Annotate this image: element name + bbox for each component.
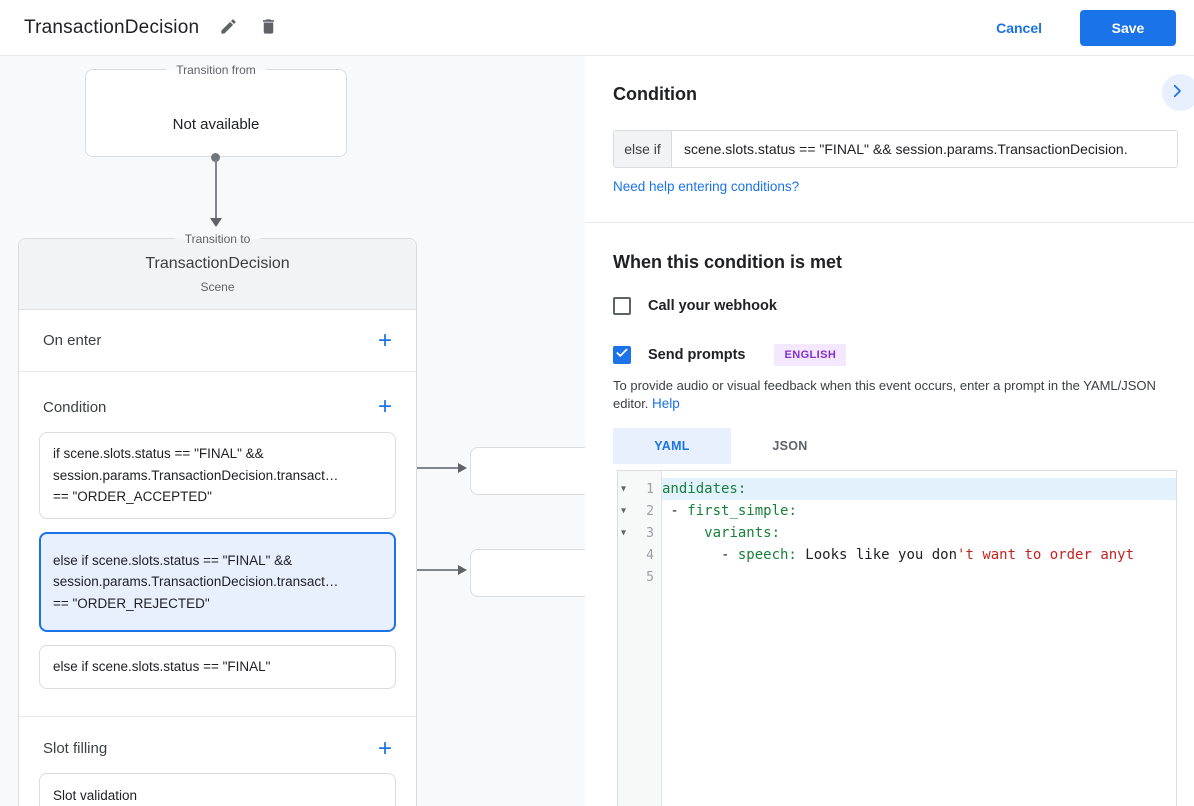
connector-line	[404, 569, 458, 571]
condition-text-line: if scene.slots.status == "FINAL" &&	[53, 446, 264, 461]
transition-from-box: Transition from Not available	[85, 62, 347, 157]
slot-list: Slot validation	[19, 769, 416, 806]
code-line[interactable]: ▾2 - first_simple:	[618, 500, 1176, 522]
transition-target-box-2[interactable]	[470, 549, 585, 597]
line-number: 2	[646, 503, 654, 519]
connector-line	[404, 467, 458, 469]
page-title: TransactionDecision	[24, 16, 200, 38]
condition-prefix-label: else if	[614, 131, 672, 167]
gutter-cell: ▾2	[618, 500, 662, 522]
connector-arrowhead-icon	[458, 463, 467, 473]
prompts-row: Send prompts ENGLISH	[613, 344, 847, 366]
help-link[interactable]: Help	[652, 395, 680, 411]
line-number: 5	[646, 569, 654, 585]
scene-card: Transition to TransactionDecision Scene …	[18, 231, 417, 806]
add-slot-button[interactable]: +	[377, 734, 392, 762]
line-number: 4	[646, 547, 654, 563]
condition-card[interactable]: else if scene.slots.status == "FINAL" &&…	[39, 531, 396, 632]
cancel-button[interactable]: Cancel	[996, 19, 1042, 36]
connector-arrowhead-icon	[210, 218, 222, 227]
tab-yaml[interactable]: YAML	[613, 428, 731, 464]
fold-arrow-icon[interactable]: ▾	[621, 483, 627, 495]
add-condition-button[interactable]: +	[377, 393, 392, 420]
delete-scene-button[interactable]	[255, 15, 281, 41]
code-line[interactable]: 4 - speech: Looks like you don't want to…	[618, 544, 1176, 566]
scene-card-header: TransactionDecision Scene	[19, 239, 416, 310]
condition-help-link[interactable]: Need help entering conditions?	[613, 179, 800, 194]
slot-card[interactable]: Slot validation	[39, 772, 396, 806]
scene-subtitle: Scene	[200, 280, 235, 294]
webhook-label: Call your webhook	[648, 298, 777, 314]
check-icon	[615, 346, 629, 365]
diagram-pane: Transition from Not available Transition…	[0, 56, 585, 806]
condition-section: Condition + if scene.slots.status == "FI…	[19, 372, 416, 704]
edit-title-button[interactable]	[215, 15, 241, 41]
condition-text-line: == "ORDER_REJECTED"	[53, 595, 210, 611]
condition-section-label: Condition	[43, 398, 107, 416]
slot-filling-label: Slot filling	[43, 740, 108, 757]
prompts-checkbox[interactable]	[613, 346, 631, 364]
slot-filling-section: Slot filling + Slot validation	[19, 715, 416, 806]
chevron-right-icon	[1162, 82, 1186, 103]
line-number: 3	[646, 525, 654, 541]
condition-list: if scene.slots.status == "FINAL" && sessi…	[19, 426, 416, 704]
connector-arrowhead-icon	[458, 565, 467, 575]
panel-divider	[585, 222, 1194, 223]
top-bar: TransactionDecision Cancel Save	[0, 0, 1194, 56]
prompts-label: Send prompts	[648, 347, 746, 363]
code-text[interactable]: - first_simple:	[662, 503, 797, 519]
language-badge: ENGLISH	[774, 344, 847, 366]
not-available-label: Not available	[172, 116, 260, 133]
condition-input-group: else if	[613, 130, 1178, 168]
condition-text-line: == "ORDER_ACCEPTED"	[53, 489, 212, 504]
fold-arrow-icon[interactable]: ▾	[621, 527, 627, 539]
connector-line	[215, 160, 217, 218]
code-text[interactable]: - speech: Looks like you don't want to o…	[662, 547, 1135, 563]
condition-card[interactable]: if scene.slots.status == "FINAL" && sessi…	[39, 432, 396, 519]
condition-detail-panel: Condition else if Need help entering con…	[585, 56, 1194, 806]
condition-text-line: session.params.TransactionDecision.trans…	[53, 574, 339, 589]
trash-icon	[259, 17, 278, 39]
transition-to-legend: Transition to	[174, 231, 261, 247]
tab-json[interactable]: JSON	[772, 439, 808, 453]
on-enter-label: On enter	[43, 332, 102, 349]
pencil-icon	[219, 17, 238, 39]
code-text[interactable]	[662, 566, 1176, 588]
webhook-checkbox[interactable]	[613, 297, 631, 315]
panel-title: Condition	[613, 84, 697, 104]
collapse-panel-button[interactable]	[1162, 74, 1194, 111]
editor-gutter	[618, 471, 662, 806]
condition-text-line: session.params.TransactionDecision.trans…	[53, 467, 339, 483]
code-text[interactable]: variants:	[704, 525, 781, 541]
line-number: 1	[646, 481, 654, 497]
fold-arrow-icon[interactable]: ▾	[621, 505, 627, 517]
connector-dot	[211, 153, 220, 162]
gutter-cell: ▾1	[618, 478, 662, 500]
editor-tabs: YAML JSON	[613, 428, 849, 464]
condition-card[interactable]: else if scene.slots.status == "FINAL"	[39, 645, 396, 689]
scene-title: TransactionDecision	[145, 255, 290, 272]
condition-expression-input[interactable]	[672, 131, 1177, 167]
add-on-enter-button[interactable]: +	[377, 326, 392, 354]
webhook-row: Call your webhook	[613, 297, 777, 315]
condition-text-line: else if scene.slots.status == "FINAL"	[53, 659, 271, 674]
prompts-description: To provide audio or visual feedback when…	[613, 378, 1156, 411]
gutter-cell: ▾3	[618, 522, 662, 544]
transition-from-legend: Transition from	[166, 62, 266, 78]
code-line[interactable]: ▾3 variants:	[618, 522, 1176, 544]
condition-text-line: else if scene.slots.status == "FINAL" &&	[53, 552, 293, 568]
code-text[interactable]: andidates:	[662, 478, 1176, 500]
save-button[interactable]: Save	[1080, 9, 1176, 46]
on-enter-row: On enter +	[19, 310, 416, 372]
gutter-cell: 5	[618, 566, 662, 588]
when-met-title: When this condition is met	[613, 252, 842, 272]
gutter-cell: 4	[618, 544, 662, 566]
code-line[interactable]: 5	[618, 566, 1176, 588]
transition-target-box-1[interactable]	[470, 447, 585, 495]
